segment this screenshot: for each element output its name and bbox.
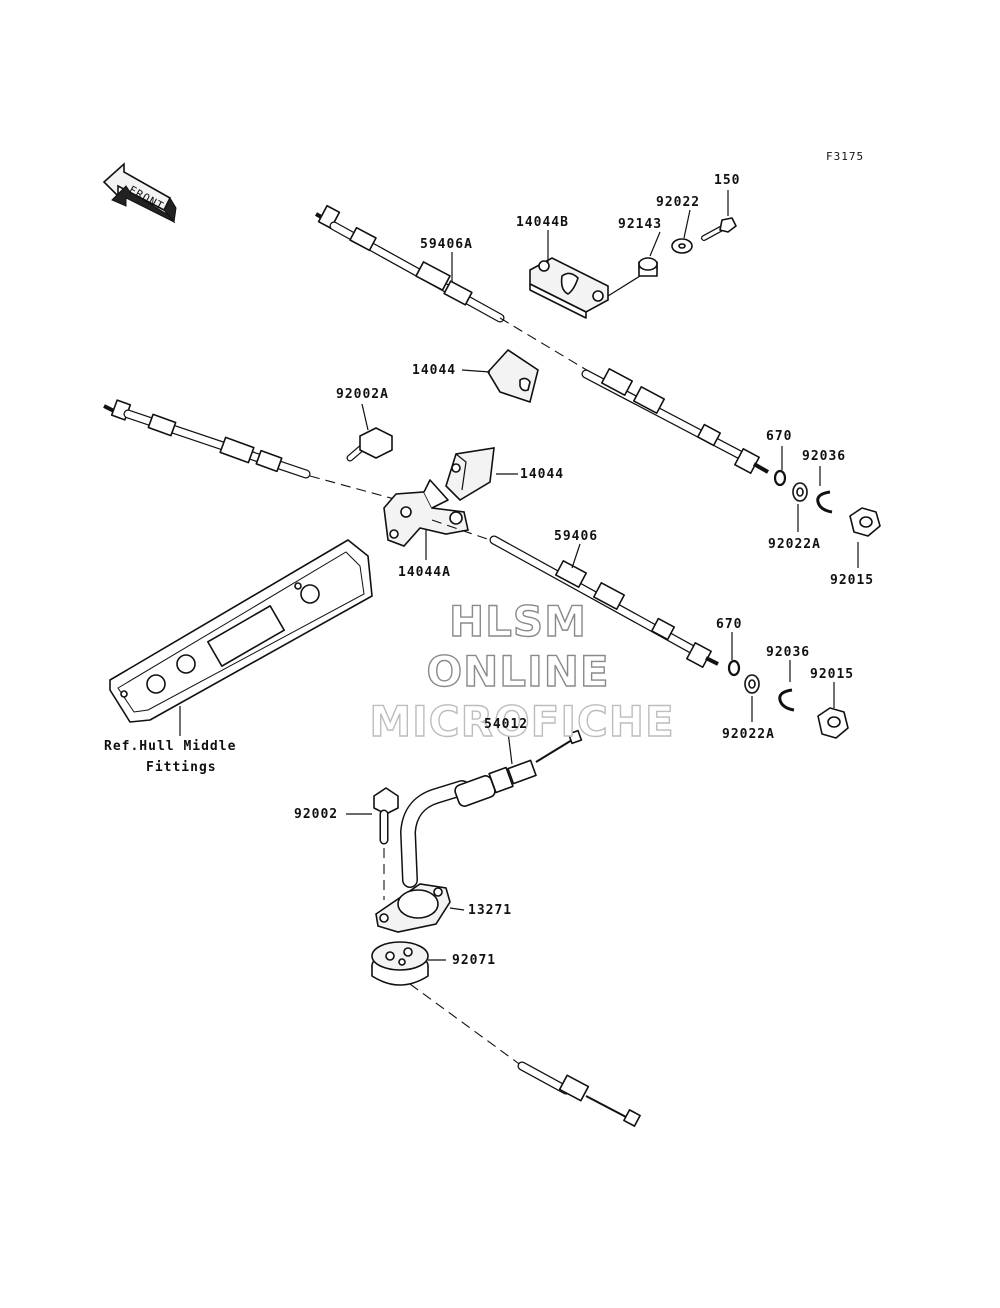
cable-59406a-part [315,204,505,323]
washer-92022a-lower-part [744,674,760,694]
watermark-line-1: HLSM [449,597,587,646]
callout-59406a: 59406A [420,237,473,252]
front-direction-arrow-icon: FRONT [102,162,177,224]
leader-line [607,275,641,297]
callout-92015-lower: 92015 [810,667,854,682]
watermark-line-3: MICROFICHE [369,697,674,746]
callout-14044a: 14044A [398,565,451,580]
clip-92036-upper-part [816,490,833,514]
callout-54012: 54012 [484,717,528,732]
callout-92036-upper: 92036 [802,449,846,464]
callout-92015-upper: 92015 [830,573,874,588]
callout-92036-lower: 92036 [766,645,810,660]
bolt-92002-part [373,787,399,900]
callout-92002: 92002 [294,807,338,822]
callout-14044-upper: 14044 [412,363,456,378]
callout-92002a: 92002A [336,387,389,402]
callout-92022a-upper: 92022A [768,537,821,552]
figure-code: F3175 [826,150,864,163]
bolt-92002a-part [346,427,393,462]
bracket-14044a-part [383,479,469,547]
cable-routing-line-lower [309,475,399,501]
watermark-line-2: ONLINE [426,647,609,696]
callout-14044-lower: 14044 [520,467,564,482]
callout-labels: 150 92022 92143 14044B 59406A 14044 9200… [104,173,874,968]
nut-92015-upper-part [849,507,881,537]
o-ring-670-upper-part [773,469,787,487]
collar-92143-part [638,257,658,277]
cable-59406a-rear-part [581,368,769,474]
bracket-14044b-part [529,257,609,319]
callout-14044b: 14044B [516,215,569,230]
watermark: HLSM ONLINE MICROFICHE [369,596,675,746]
cover-14044-upper-part [487,348,539,404]
cable-54012-end-part [517,1061,641,1127]
callout-92071: 92071 [452,953,496,968]
cable-54012-part [399,729,583,888]
grommet-92071-part [371,941,523,1067]
cable-routing-line [499,317,591,373]
callout-59406: 59406 [554,529,598,544]
plate-13271-part [375,883,451,933]
leader-lines [179,190,859,961]
callout-13271: 13271 [468,903,512,918]
hull-middle-fittings-plate [109,539,373,723]
o-ring-670-lower-part [727,659,741,677]
callout-92022a-lower: 92022A [722,727,775,742]
bolt-150-part [701,217,737,241]
cover-14044-lower-part [445,447,495,502]
clip-92036-lower-part [778,688,795,712]
cable-left-part [103,399,311,479]
nut-92015-lower-part [817,707,849,739]
callout-670-upper: 670 [766,429,792,444]
callout-670-lower: 670 [716,617,742,632]
callout-150: 150 [714,173,740,188]
reference-note-line-2: Fittings [146,760,217,775]
callout-92022: 92022 [656,195,700,210]
cable-59406-part [431,519,719,668]
callout-92143: 92143 [618,217,662,232]
washer-92022a-upper-part [792,482,808,502]
reference-note-line-1: Ref.Hull Middle [104,739,236,754]
